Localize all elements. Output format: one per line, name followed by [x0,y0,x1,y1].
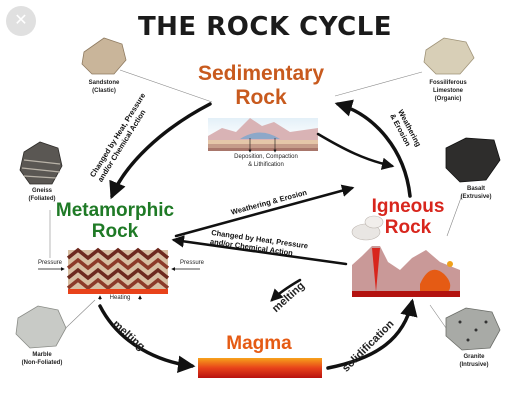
cycle-arrows [98,99,418,373]
igneous-rock-label: Igneous Rock [371,196,445,239]
basalt-image [445,137,501,183]
pressure-left-caption: Pressure [37,260,62,266]
metamorphic-illustration [38,247,200,300]
limestone-image [423,37,475,75]
marble-caption: Marble (Non-Foliated) [21,352,63,366]
sedimentary-rock-label: Sedimentary Rock [197,62,325,109]
magma-label: Magma [226,333,292,354]
diagram-title: THE ROCK CYCLE [137,12,393,42]
marble-image [15,305,67,349]
pressure-right-caption: Pressure [179,260,204,266]
sandstone-image [81,37,127,75]
granite-caption: Granite (Intrusive) [459,354,489,368]
granite-image [445,307,501,351]
sandstone-caption: Sandstone (Clastic) [88,80,120,94]
metamorphic-rock-label: Metamorphic Rock [55,200,175,243]
close-button[interactable]: ✕ [6,6,36,36]
basalt-caption: Basalt (Extrusive) [460,186,492,200]
gneiss-image [19,141,63,185]
rock-sample-images [15,37,501,351]
limestone-caption: Fossiliferous Limestone (Organic) [429,80,467,102]
close-icon: ✕ [14,12,28,29]
igneous-illustration [351,215,460,297]
gneiss-caption: Gneiss (Foliated) [28,188,56,202]
heating-caption: Heating [109,295,131,301]
magma-band [198,358,322,378]
sedimentary-illustration [208,118,318,153]
deposition-caption: Deposition, Compaction & Lithification [234,154,298,168]
